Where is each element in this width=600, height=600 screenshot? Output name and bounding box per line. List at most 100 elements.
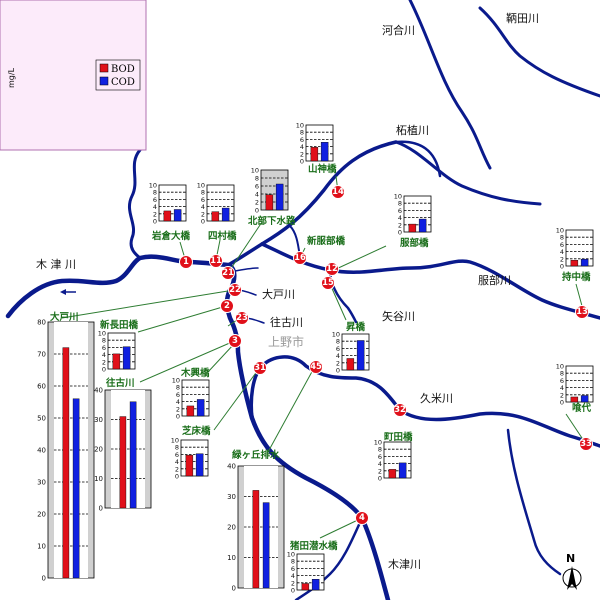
station-marker-23[interactable]: 23: [235, 311, 249, 325]
river-hattori: [260, 242, 600, 320]
chart-tick-label: 0: [153, 218, 157, 226]
chart-tick-label: 50: [37, 415, 46, 423]
chart-frame: [565, 365, 594, 403]
station-marker-14[interactable]: 14: [331, 185, 345, 199]
station-marker-12[interactable]: 12: [325, 262, 339, 276]
river-inoda-branch: [294, 516, 364, 600]
chart-tick-label: 4: [201, 203, 205, 211]
chart-frame: [180, 439, 209, 477]
chart-tick-label: 20: [94, 446, 103, 454]
chart-tick-label: 4: [398, 214, 402, 222]
station-marker-16[interactable]: 16: [293, 251, 307, 265]
station-marker-45[interactable]: 45: [309, 360, 323, 374]
chart-bar-bod: [346, 358, 355, 371]
station-marker-21[interactable]: 21: [221, 266, 235, 280]
chart-bar-bod: [570, 260, 579, 267]
chart-tick-label: 6: [378, 453, 382, 461]
chart-tick-label: 0: [102, 366, 106, 374]
station-markers: 1 11 21 14 16 12 15 13 22 2 23 3 31 45 3…: [179, 185, 593, 525]
chart-bar-bod: [310, 147, 319, 162]
chart-tick-label: 8: [300, 129, 304, 137]
chart-tick-label: 2: [201, 210, 205, 218]
station-label-16: 新服部橋: [307, 235, 346, 247]
chart-frame: [565, 229, 594, 267]
chart-tick-label: 6: [398, 207, 402, 215]
svg-text:4: 4: [359, 513, 365, 523]
station-marker-32[interactable]: 32: [393, 403, 407, 417]
chart-tick-label: 8: [398, 200, 402, 208]
river-tsuge-branch: [394, 140, 442, 178]
svg-text:22: 22: [229, 285, 241, 295]
legend-key-bod: BOD: [99, 63, 135, 75]
river-north-tributary: [127, 148, 142, 260]
station-label-2: 新長田橋: [100, 319, 139, 331]
chart-tick-label: 10: [227, 554, 236, 562]
station-label-32: 町田橋: [384, 431, 413, 443]
river-label-kizu-west: 木 津 川: [36, 258, 76, 271]
station-label-31: 芝床橋: [182, 425, 211, 437]
river-label-yata: 矢谷川: [382, 309, 415, 323]
station-marker-1[interactable]: 1: [179, 255, 193, 269]
chart-tick-label: 30: [37, 479, 46, 487]
chart-bar-bod: [388, 469, 397, 479]
chart-tick-label: 6: [560, 377, 564, 385]
station-marker-15[interactable]: 15: [321, 276, 335, 290]
chart-tick-label: 2: [291, 579, 295, 587]
chart-frame: [107, 332, 136, 370]
chart-tick-label: 4: [102, 351, 106, 359]
station-marker-33[interactable]: 33: [579, 437, 593, 451]
station-label-23: 往古川: [106, 377, 135, 389]
chart-tick-label: 40: [37, 447, 46, 455]
station-label-4: 猪田潜水橋: [289, 540, 338, 552]
river-label-hattori: 服部川: [478, 273, 511, 287]
svg-text:12: 12: [326, 264, 338, 274]
legend-background: [0, 0, 147, 151]
chart-tick-label: 4: [300, 143, 304, 151]
chart-tick-label: 10: [374, 439, 382, 447]
chart-tick-label: 20: [37, 511, 46, 519]
river-label-oko: 往古川: [270, 315, 303, 329]
station-marker-3[interactable]: 3: [228, 334, 242, 348]
station-marker-13[interactable]: 13: [575, 305, 589, 319]
station-marker-2[interactable]: 2: [220, 299, 234, 313]
chart-tick-label: 20: [227, 524, 236, 532]
station-label-45: 緑ヶ丘排水: [232, 449, 280, 461]
station-marker-31[interactable]: 31: [253, 361, 267, 375]
chart-tick-label: 4: [153, 203, 157, 211]
svg-text:15: 15: [322, 278, 334, 288]
chart-tick-label: 8: [291, 558, 295, 566]
chart-tick-label: 8: [175, 444, 179, 452]
svg-text:32: 32: [394, 405, 406, 415]
legend-bod-swatch: [99, 63, 109, 73]
station-marker-11[interactable]: 11: [209, 254, 223, 268]
chart-tick-label: 8: [176, 384, 180, 392]
chart-bar-cod: [262, 502, 270, 589]
chart-tick-label: 0: [175, 473, 179, 481]
city-label: 上野市: [268, 334, 304, 349]
chart-bar-cod: [173, 209, 182, 222]
chart-bar-cod: [221, 207, 230, 222]
north-label: N: [566, 552, 575, 565]
legend-bod-label: BOD: [111, 64, 135, 75]
chart-tick-label: 8: [560, 234, 564, 242]
chart-bar-cod: [398, 462, 407, 479]
river-label-kizu-south: 木津川: [388, 558, 421, 571]
station-marker-4[interactable]: 4: [355, 511, 369, 525]
chart-tick-label: 4: [378, 460, 382, 468]
chart-tick-label: 10: [556, 363, 564, 371]
chart-frame: [206, 184, 235, 222]
chart-tick-label: 8: [378, 446, 382, 454]
chart-tick-label: 0: [255, 207, 259, 215]
legend-unit-label: mg/L: [7, 67, 16, 88]
chart-bar-cod: [129, 401, 137, 509]
station-marker-22[interactable]: 22: [228, 283, 242, 297]
chart-tick-label: 6: [153, 196, 157, 204]
chart-tick-label: 6: [336, 345, 340, 353]
station-label-15: 昇橋: [346, 321, 366, 333]
